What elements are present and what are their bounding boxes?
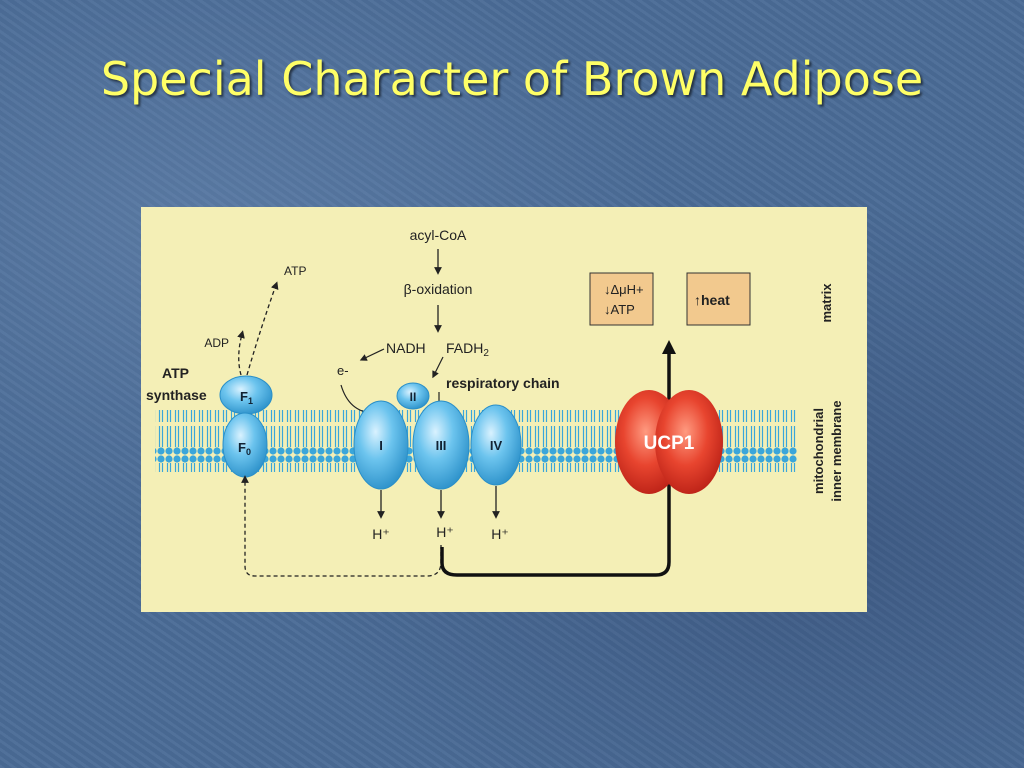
beta-oxidation-label: β-oxidation — [404, 281, 473, 297]
heat-box — [686, 272, 751, 326]
diagram-svg: acyl-CoA β-oxidation NADH FADH2 e- respi… — [141, 207, 867, 612]
f0-label: F0 — [238, 440, 251, 457]
atp-synthase-label-line1: ATP — [162, 365, 189, 381]
atp-synthase-label-line2: synthase — [146, 387, 207, 403]
acyl-coa-label: acyl-CoA — [410, 227, 467, 243]
complex-iii — [412, 400, 470, 490]
fadh2-subscript: 2 — [483, 348, 489, 359]
arrow-nadh-to-e — [359, 348, 385, 361]
slide-title: Special Character of Brown Adipose — [100, 52, 924, 106]
fadh2-label: FADH2 — [446, 340, 489, 359]
respiratory-chain-label: respiratory chain — [446, 375, 560, 391]
h-plus-3: H⁺ — [491, 526, 509, 542]
complex-iii-label: III — [436, 438, 447, 453]
complex-ii — [396, 382, 430, 410]
atp-decrease-label: ↓ATP — [604, 302, 635, 317]
electron-label: e- — [337, 363, 349, 378]
f0-subscript: 0 — [246, 447, 251, 457]
f1-subscript: 1 — [248, 396, 253, 406]
ucp1-label: UCP1 — [644, 433, 695, 454]
down-arrow-1: ↓ — [604, 282, 611, 297]
arrow-fadh2-to-ii — [432, 356, 444, 379]
gradient-text: ΔμH+ — [611, 282, 644, 297]
gradient-atp-box — [589, 272, 654, 326]
heat-text: heat — [701, 292, 730, 308]
matrix-label: matrix — [819, 283, 834, 323]
adp-label: ADP — [204, 336, 229, 350]
h-plus-2: H⁺ — [436, 524, 454, 540]
proton-return-dashed — [241, 475, 442, 577]
complex-iv-label: IV — [490, 438, 503, 453]
brown-adipose-diagram: acyl-CoA β-oxidation NADH FADH2 e- respi… — [141, 207, 867, 612]
proton-leak-path — [440, 340, 676, 577]
nadh-label: NADH — [386, 340, 426, 356]
fadh2-text: FADH — [446, 340, 483, 356]
f1-text: F — [240, 389, 248, 404]
ucp1-right-lobe — [655, 390, 723, 494]
complex-iv — [470, 404, 522, 486]
adp-dashed-arrow — [237, 330, 245, 376]
gradient-label: ↓ΔμH+ — [604, 282, 644, 297]
heat-label: ↑heat — [694, 292, 730, 308]
down-arrow-2: ↓ — [604, 302, 611, 317]
h-plus-1: H⁺ — [372, 526, 390, 542]
atp-dashed-arrow — [246, 281, 279, 376]
complex-i — [353, 400, 409, 490]
membrane-label-line2: inner membrane — [829, 400, 844, 501]
membrane-label-line1: mitochondrial — [811, 408, 826, 494]
up-arrow: ↑ — [694, 292, 701, 308]
atp-decrease-text: ATP — [611, 302, 635, 317]
atp-top-label: ATP — [284, 264, 306, 278]
f0-text: F — [238, 440, 246, 455]
complex-i-label: I — [379, 438, 383, 453]
f1-label: F1 — [240, 389, 253, 406]
complex-ii-label: II — [410, 390, 417, 404]
